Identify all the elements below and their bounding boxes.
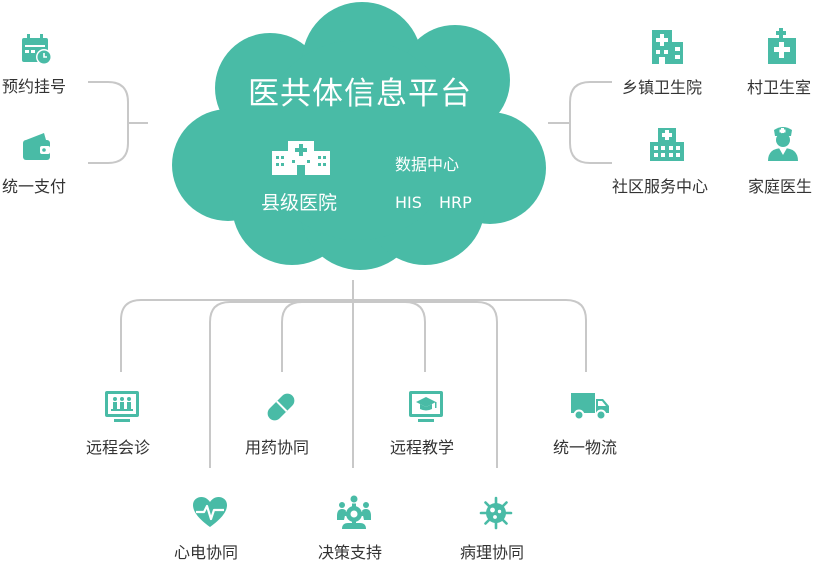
building-cross-icon <box>650 128 684 161</box>
bottom-item-label: 统一物流 <box>553 438 618 457</box>
hospital-icon <box>652 30 683 64</box>
system-his: HIS <box>395 193 422 212</box>
bottom-item-label: 用药协同 <box>245 438 310 457</box>
system-hrp: HRP <box>439 193 472 212</box>
bottom-item-label: 决策支持 <box>318 543 383 562</box>
left-item-label: 统一支付 <box>2 177 67 196</box>
county-hospital-icon <box>272 141 330 175</box>
right-item-label: 社区服务中心 <box>612 177 709 196</box>
nurse-icon <box>768 127 798 161</box>
right-item-label: 乡镇卫生院 <box>622 78 703 97</box>
right-item-label: 家庭医生 <box>748 177 813 196</box>
clinic-cross-icon <box>768 28 796 64</box>
monitor-meeting-icon <box>105 391 139 422</box>
left-item-label: 预约挂号 <box>2 77 67 96</box>
bottom-item-label: 病理协同 <box>460 543 525 562</box>
wallet-icon <box>23 133 50 160</box>
platform-title: 医共体信息平台 <box>248 76 472 112</box>
calendar-clock-icon <box>22 34 52 65</box>
bottom-item-label: 远程教学 <box>390 438 455 457</box>
county-hospital-label: 县级医院 <box>261 192 338 214</box>
team-gear-icon <box>337 495 371 529</box>
arch-inner <box>281 301 426 372</box>
monitor-graduation-icon <box>409 391 443 422</box>
truck-icon <box>571 393 609 421</box>
bottom-item-label: 心电协同 <box>174 543 239 562</box>
data-center-label: 数据中心 <box>395 155 460 174</box>
heart-ecg-icon <box>193 497 227 527</box>
right-item-label: 村卫生室 <box>747 78 812 97</box>
virus-icon <box>479 496 513 530</box>
arch-outer <box>120 299 587 372</box>
bottom-item-label: 远程会诊 <box>86 438 151 457</box>
pill-icon <box>267 393 295 421</box>
